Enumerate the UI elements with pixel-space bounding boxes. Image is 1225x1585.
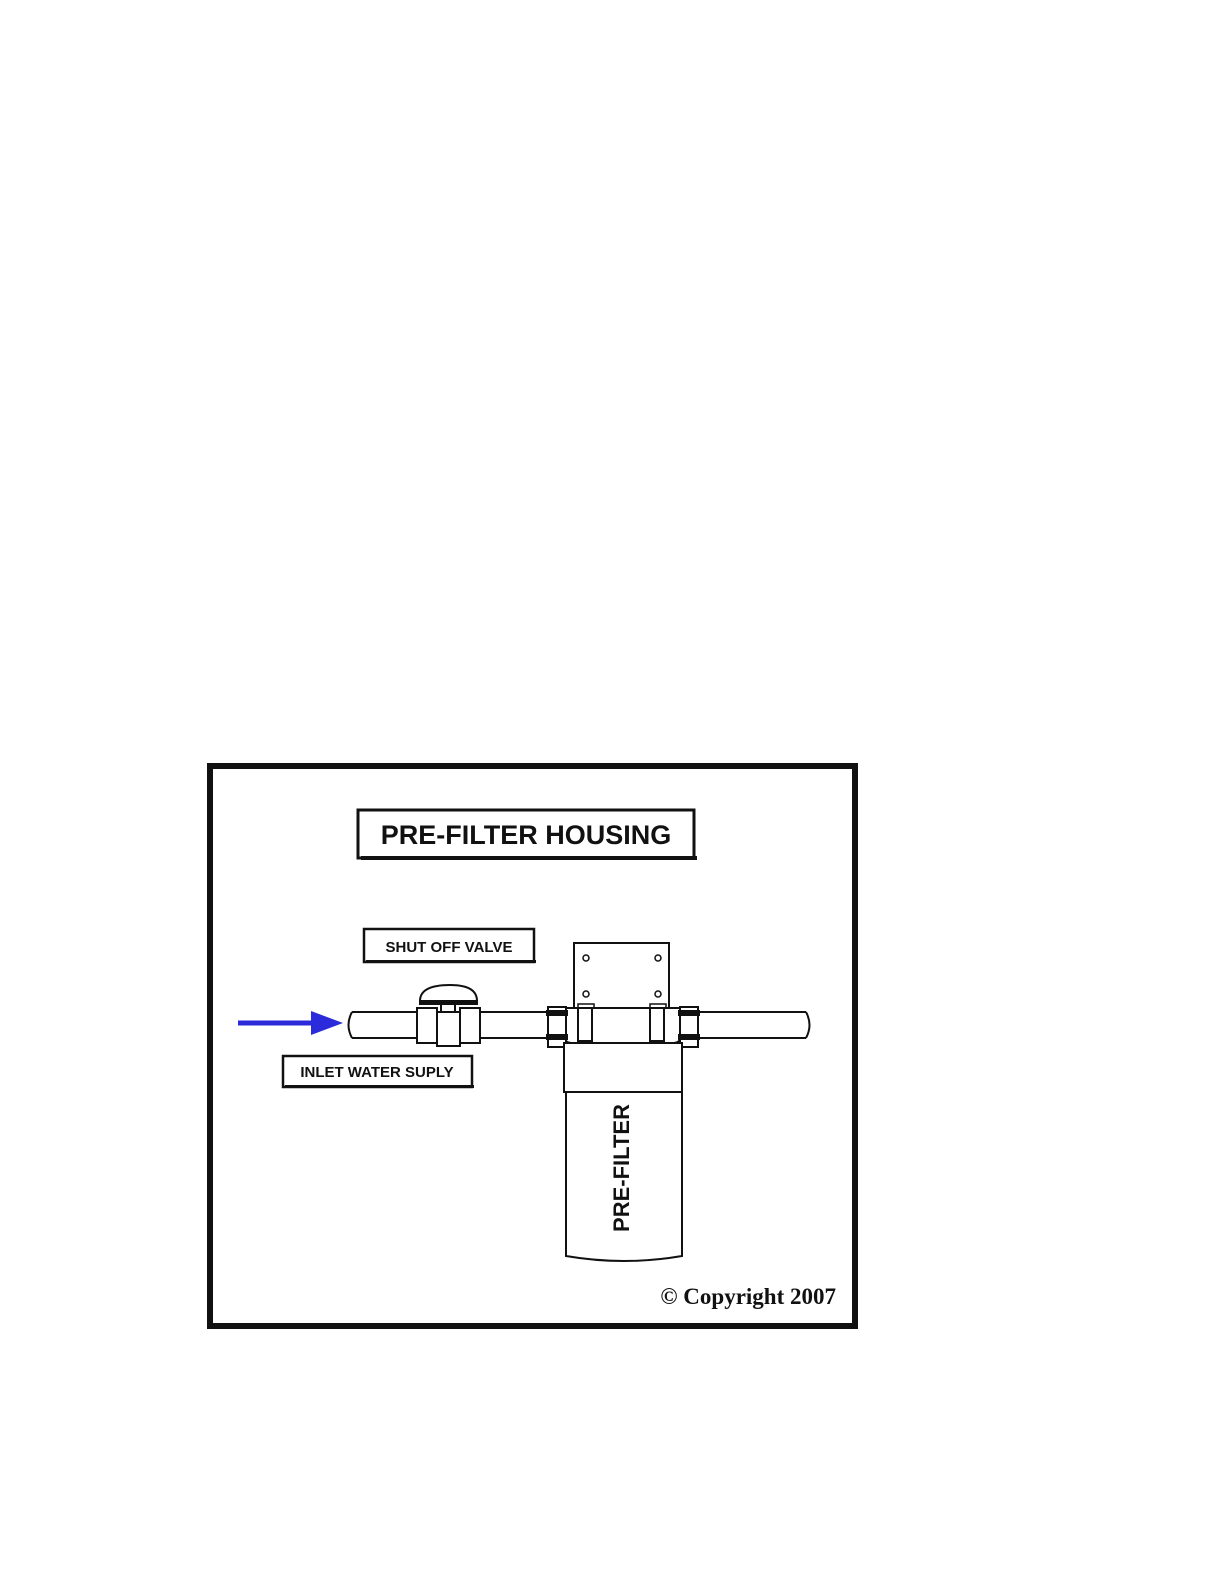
copyright-notice: © Copyright 2007 [660, 1284, 836, 1309]
filter-head [547, 1007, 699, 1092]
inlet-label-box: INLET WATER SUPLY [283, 1056, 474, 1088]
filter-canister: PRE-FILTER [566, 1092, 682, 1261]
valve-label: SHUT OFF VALVE [386, 939, 513, 956]
inlet-label: INLET WATER SUPLY [300, 1064, 453, 1081]
mounting-bracket [574, 943, 669, 1009]
shut-off-valve [417, 985, 480, 1046]
diagram-title: PRE-FILTER HOUSING [381, 820, 672, 850]
title-box: PRE-FILTER HOUSING [358, 810, 697, 860]
filter-label: PRE-FILTER [609, 1104, 634, 1232]
valve-label-box: SHUT OFF VALVE [364, 929, 536, 963]
